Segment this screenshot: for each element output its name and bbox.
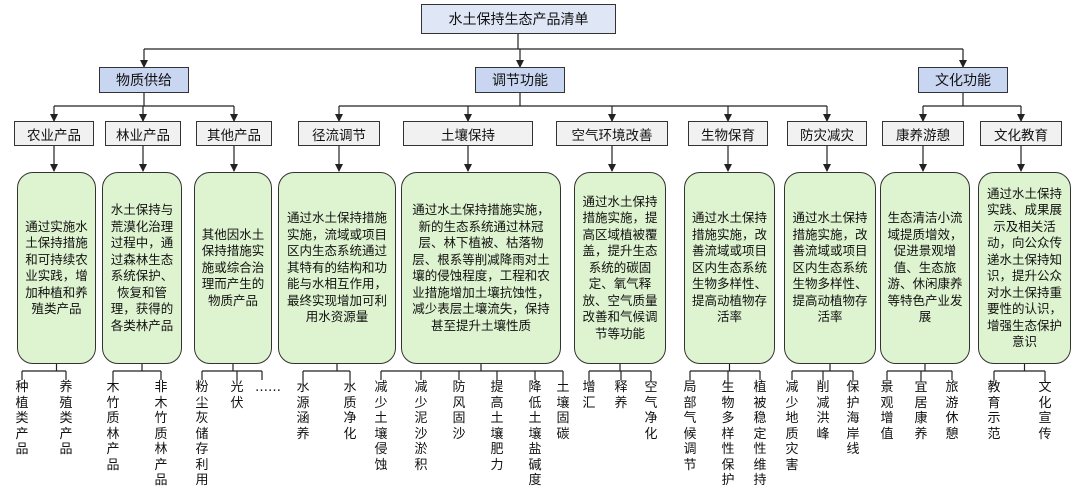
- leaf-recreation-0: 景观增值: [880, 380, 894, 442]
- description-air: 通过水土保持措施实施，提高区域植被覆盖，提升生态系统的碳固定、氧气释放、空气质量…: [574, 172, 666, 364]
- leaf-other-2: ……: [255, 380, 281, 395]
- leaf-air-2: 空气净化: [644, 380, 658, 442]
- description-bio: 通过水土保持措施实施，改善流域或项目区内生态系统生物多样性、提高动植物存活率: [684, 172, 775, 364]
- leaf-runoff-1: 水质净化: [343, 380, 357, 442]
- leaf-culture-0: 教育示范: [987, 380, 1001, 442]
- leaf-other-0: 粉尘灰储存利用: [195, 380, 209, 488]
- leaf-bio-0: 局部气候调节: [683, 380, 697, 473]
- description-recreation: 生态清洁小流域提质增效，促进景观增值、生态旅游、休闲康养等特色产业发展: [880, 172, 970, 364]
- leaf-disaster-0: 减少地质灾害: [785, 380, 799, 473]
- leaf-bio-1: 生物多样性保护: [721, 380, 735, 488]
- leaf-forestry-0: 木竹质林产品: [106, 380, 120, 473]
- description-runoff: 通过水土保持措施实施，流域或项目区内生态系统通过其特有的结构和功能与水相互作用，…: [278, 172, 396, 364]
- leaf-soil-5: 土壤固碳: [556, 380, 570, 442]
- root-node: 水土保持生态产品清单: [421, 4, 616, 34]
- description-forestry: 水土保持与荒漠化治理过程中，通过森林生态系统保护、恢复和管理，获得的各类林产品: [102, 172, 182, 364]
- category-cultural-function: 文化功能: [918, 67, 1008, 93]
- leaf-soil-2: 防风固沙: [452, 380, 466, 442]
- subcategory-bio: 生物保育: [688, 121, 768, 146]
- leaf-culture-1: 文化宣传: [1038, 380, 1052, 442]
- subcategory-soil: 土壤保持: [403, 121, 533, 146]
- category-material-supply: 物质供给: [99, 67, 189, 93]
- subcategory-agriculture: 农业产品: [14, 121, 94, 146]
- category-regulating-function: 调节功能: [475, 67, 565, 93]
- subcategory-recreation: 康养游憩: [882, 121, 964, 146]
- description-soil: 通过水土保持措施实施，新的生态系统通过林冠层、林下植被、枯落物层、根系等削减降雨…: [401, 172, 561, 364]
- leaf-runoff-0: 水源涵养: [296, 380, 310, 442]
- leaf-air-1: 释养: [614, 380, 628, 411]
- subcategory-culture: 文化教育: [980, 121, 1062, 146]
- description-disaster: 通过水土保持措施实施，改善流域或项目区内生态系统生物多样性、提高动植物存活率: [784, 172, 876, 364]
- description-agriculture: 通过实施水土保持措施和可持续农业实践，增加种植和养殖类产品: [17, 172, 96, 364]
- leaf-air-0: 增汇: [582, 380, 596, 411]
- subcategory-air: 空气环境改善: [556, 121, 668, 146]
- subcategory-forestry: 林业产品: [105, 121, 181, 146]
- subcategory-other: 其他产品: [196, 121, 272, 146]
- leaf-forestry-1: 非木竹质林产品: [154, 380, 168, 488]
- leaf-disaster-1: 削减洪峰: [816, 380, 830, 442]
- leaf-soil-1: 减少泥沙淤积: [414, 380, 428, 473]
- leaf-agriculture-1: 养殖类产品: [59, 380, 73, 457]
- subcategory-runoff: 径流调节: [298, 121, 380, 146]
- subcategory-disaster: 防灾减灾: [787, 121, 867, 146]
- leaf-soil-0: 减少土壤侵蚀: [374, 380, 388, 473]
- description-culture: 通过水土保持实践、成果展示及相关活动，向公众传递水土保持知识，提升公众对水土保持…: [978, 172, 1071, 364]
- description-other: 其他因水土保持措施实施或综合治理而产生的物质产品: [194, 172, 272, 364]
- leaf-soil-4: 降低土壤盐碱度: [528, 380, 542, 488]
- leaf-soil-3: 提高土壤肥力: [490, 380, 504, 473]
- leaf-recreation-1: 宜居康养: [914, 380, 928, 442]
- leaf-disaster-2: 保护海岸线: [846, 380, 860, 457]
- leaf-recreation-2: 旅游休憩: [945, 380, 959, 442]
- leaf-agriculture-0: 种植类产品: [15, 380, 29, 457]
- leaf-bio-2: 植被稳定性维持: [753, 380, 767, 488]
- leaf-other-1: 光伏: [230, 380, 244, 411]
